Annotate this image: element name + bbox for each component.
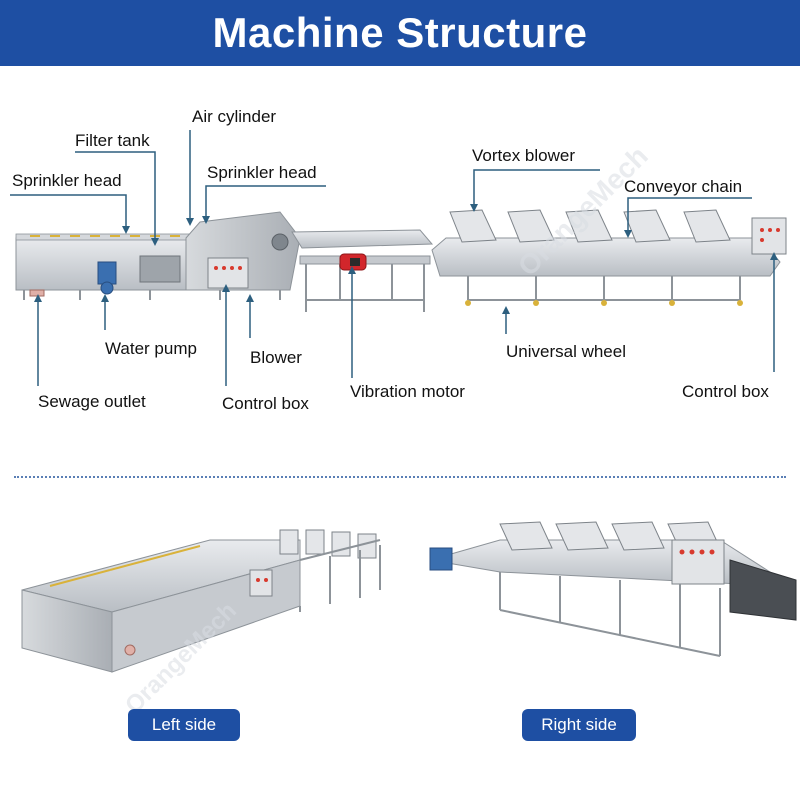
vibration-screen <box>291 229 434 312</box>
air-drying-machine <box>431 209 787 306</box>
label-conveyor-chain: Conveyor chain <box>624 177 743 196</box>
label-vibration-motor: Vibration motor <box>350 382 465 401</box>
label-vortex-blower: Vortex blower <box>472 146 575 165</box>
label-sewage-outlet: Sewage outlet <box>38 392 146 411</box>
leader-arrows <box>34 204 778 314</box>
left-side-view-image <box>21 529 381 673</box>
label-air-cylinder: Air cylinder <box>192 107 277 126</box>
left-side-button[interactable]: Left side <box>128 709 240 741</box>
label-blower: Blower <box>250 348 302 367</box>
title-banner: Machine Structure <box>0 0 800 66</box>
page-title: Machine Structure <box>212 9 588 56</box>
leader-lines <box>10 130 775 386</box>
label-control-box-left: Control box <box>222 394 309 413</box>
right-side-button[interactable]: Right side <box>522 709 636 741</box>
right-side-view-image <box>429 521 797 657</box>
label-sprinkler-head-right: Sprinkler head <box>207 163 317 182</box>
label-water-pump: Water pump <box>105 339 197 358</box>
section-divider <box>14 476 786 478</box>
label-sprinkler-head-left: Sprinkler head <box>12 171 122 190</box>
label-control-box-right: Control box <box>682 382 769 401</box>
washing-machine <box>15 211 301 300</box>
label-filter-tank: Filter tank <box>75 131 150 150</box>
label-universal-wheel: Universal wheel <box>506 342 626 361</box>
